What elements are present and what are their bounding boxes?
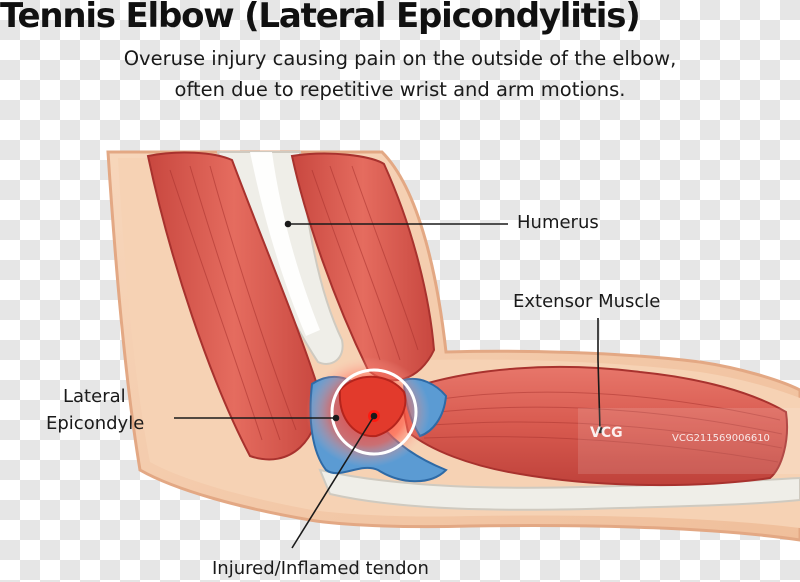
page-title: Tennis Elbow (Lateral Epicondylitis) xyxy=(0,0,641,36)
tendon-leader xyxy=(291,415,375,549)
extensor-muscle xyxy=(398,365,788,487)
subtitle-line-2: often due to repetitive wrist and arm mo… xyxy=(174,78,626,101)
label-extensor-muscle: Extensor Muscle xyxy=(513,291,661,312)
tendon-leader-dot xyxy=(370,412,378,420)
label-lateral-epicondyle-line1: Lateral xyxy=(63,386,126,407)
label-humerus: Humerus xyxy=(517,212,599,233)
extensor-leader xyxy=(597,318,601,431)
ulna-bone xyxy=(318,468,800,511)
epicondyle-leader-dot xyxy=(332,414,340,422)
humerus-highlight xyxy=(250,152,320,336)
triceps-muscle xyxy=(290,152,436,382)
inflamed-tendon xyxy=(338,375,407,438)
label-injured-tendon: Injured/Inflamed tendon xyxy=(212,558,429,579)
watermark-box xyxy=(578,408,800,474)
watermark-logo: VCG xyxy=(590,425,623,441)
extensor-leader-dot xyxy=(596,426,604,434)
subtitle-line-1: Overuse injury causing pain on the outsi… xyxy=(123,47,677,70)
humerus-leader-dot xyxy=(284,220,292,228)
watermark-id: VCG211569006610 xyxy=(672,433,770,444)
focus-circle xyxy=(330,368,418,456)
label-lateral-epicondyle-line2: Epicondyle xyxy=(46,413,145,434)
